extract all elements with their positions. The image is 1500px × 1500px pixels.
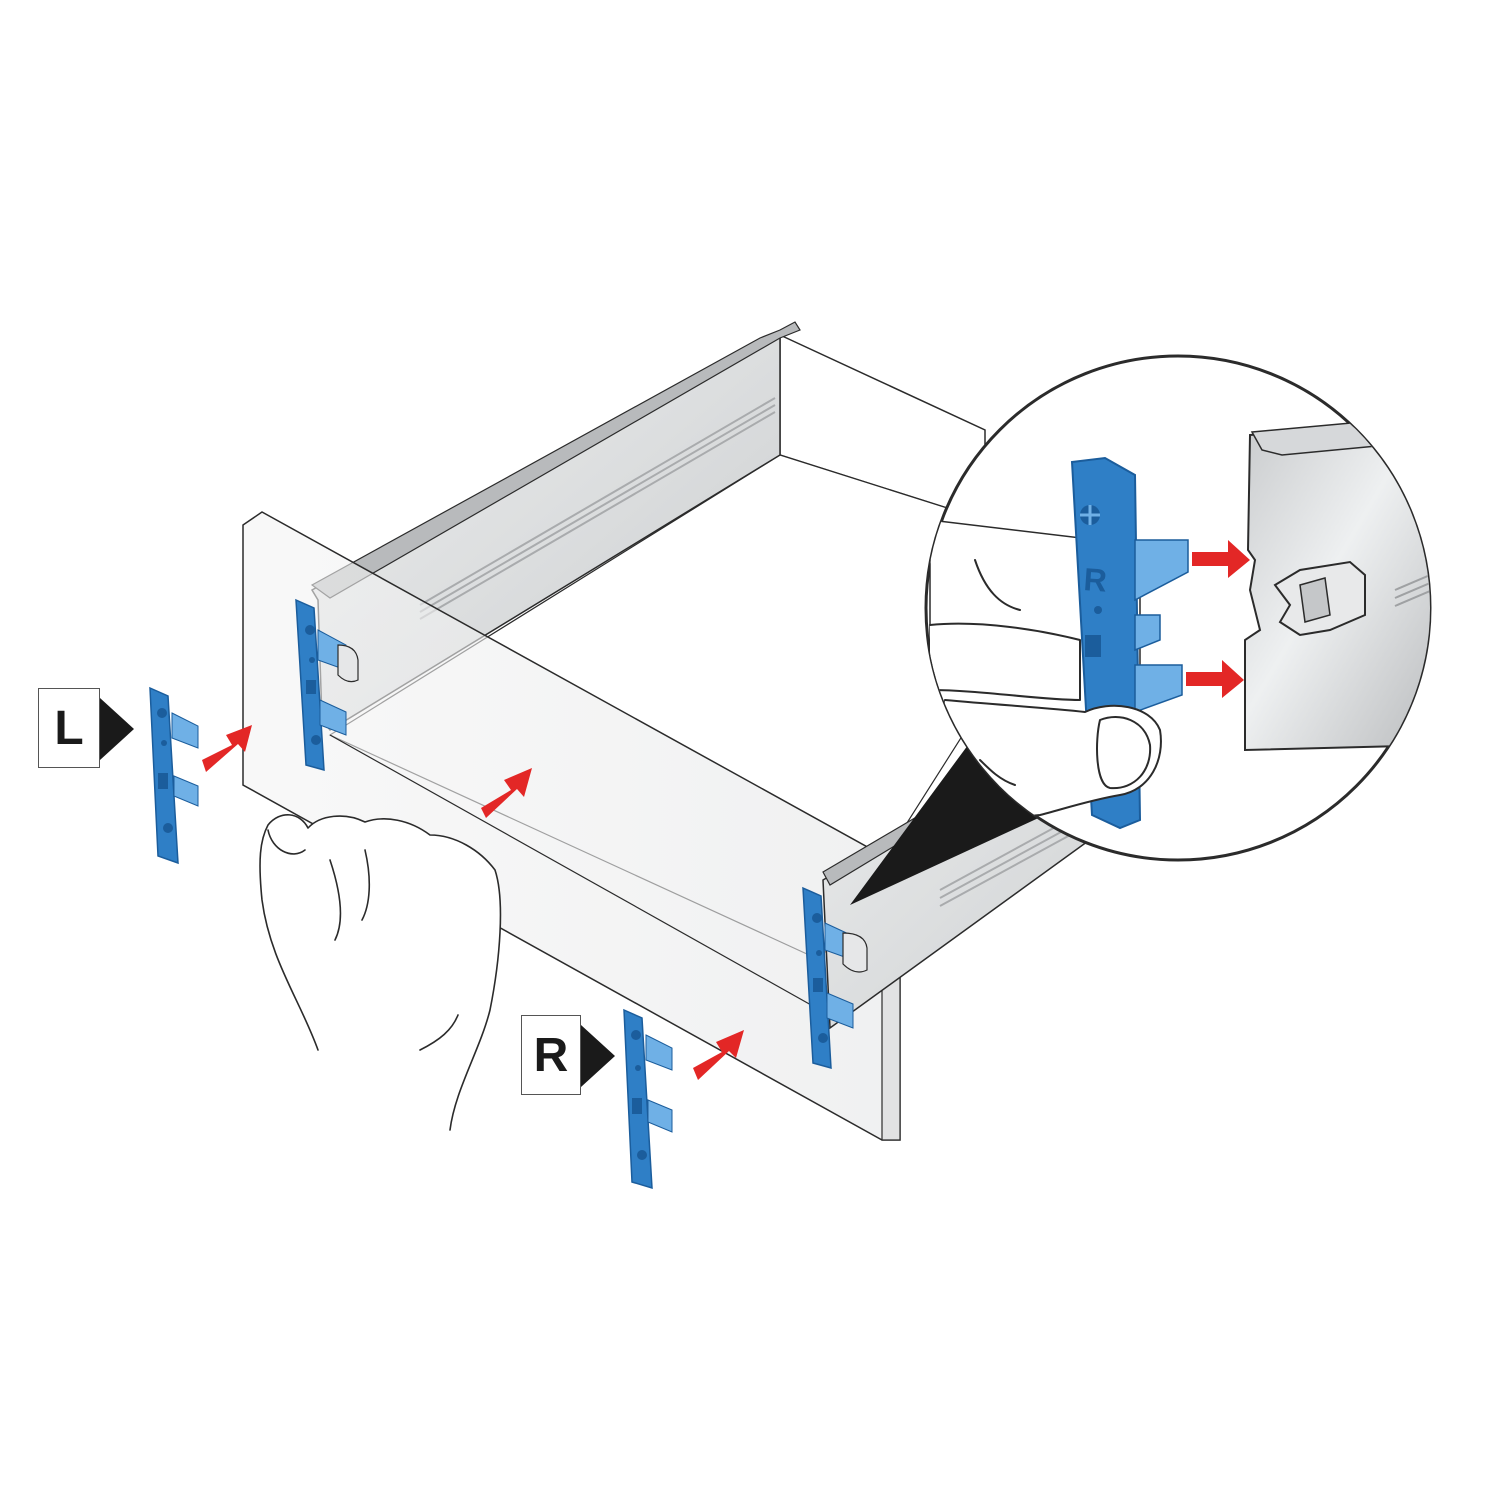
arrow-icon (1186, 660, 1244, 698)
right-label-pointer (581, 1025, 615, 1087)
callout-pointer (850, 745, 1045, 905)
front-clip-icon (623, 1008, 673, 1190)
arrow-icon (481, 768, 532, 818)
left-label-pointer (100, 698, 134, 760)
arrow-icon (202, 725, 252, 772)
left-side-label: L (38, 688, 100, 768)
right-side-label: R (521, 1015, 581, 1095)
svg-text:R: R (1083, 561, 1109, 599)
arrows (202, 725, 744, 1080)
arrow-icon (693, 1030, 744, 1080)
left-side-grooves (419, 397, 776, 620)
hand-icon (259, 814, 502, 1131)
arrow-icon (1192, 540, 1250, 578)
right-side-label-text: R (533, 1028, 569, 1082)
magnifier-callout-icon: R (924, 354, 1432, 862)
front-clip-icon (149, 686, 199, 865)
front-clip-icon (802, 886, 868, 1070)
drawer-left-rail (310, 321, 801, 599)
left-side-label-text: L (54, 701, 84, 755)
front-clip-icon (295, 598, 359, 772)
